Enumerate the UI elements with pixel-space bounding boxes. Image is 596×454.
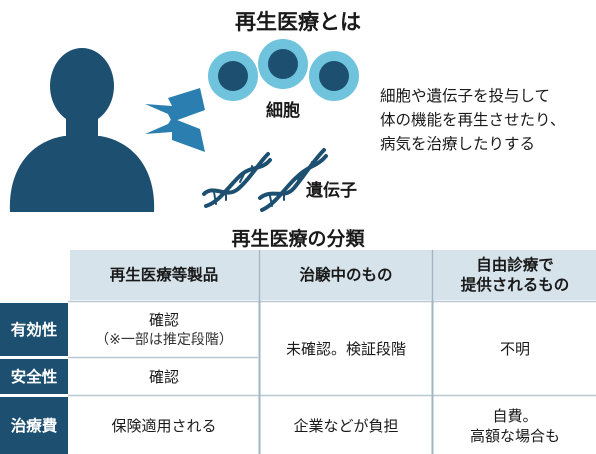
row-header-safety: 安全性 xyxy=(0,359,68,394)
column-header-free-practice: 自由診療で 提供されるもの xyxy=(434,250,596,300)
page-title: 再生医療とは xyxy=(235,10,361,34)
description-line: 病気を治療したりする xyxy=(380,135,536,153)
cell-icon xyxy=(208,39,359,101)
row-header-cost: 治療費 xyxy=(0,397,68,454)
cell-trials-effect-safety: 未確認。検証段階 xyxy=(261,303,431,394)
row-header-effectiveness: 有効性 xyxy=(0,303,68,356)
label-genes: 遺伝子 xyxy=(306,181,357,201)
description-line: 細胞や遺伝子を投与して xyxy=(380,87,551,105)
description: 細胞や遺伝子を投与して 体の機能を再生させたり、 病気を治療したりする xyxy=(380,84,594,156)
cell-products-cost: 保険適用される xyxy=(70,397,258,454)
arrow-icon xyxy=(145,88,205,152)
column-header-products: 再生医療等製品 xyxy=(70,250,258,300)
cell-free-effect-safety: 不明 xyxy=(434,303,596,394)
illustration xyxy=(9,39,359,212)
cell-trials-cost: 企業などが負担 xyxy=(261,397,431,454)
column-header-trials: 治験中のもの xyxy=(261,250,431,300)
dna-icon xyxy=(202,148,328,212)
cell-products-safety: 確認 xyxy=(70,359,258,394)
description-line: 体の機能を再生させたり、 xyxy=(380,111,566,129)
cell-free-cost: 自費。 高額な場合も xyxy=(434,397,596,454)
cell-products-effectiveness: 確認 （※一部は推定段階） xyxy=(70,303,258,356)
person-silhouette-icon xyxy=(9,48,155,212)
classification-table: 再生医療等製品 治験中のもの 自由診療で 提供されるもの 有効性 安全性 治療費… xyxy=(0,250,596,454)
label-cells: 細胞 xyxy=(266,101,300,121)
table-title: 再生医療の分類 xyxy=(231,228,365,250)
